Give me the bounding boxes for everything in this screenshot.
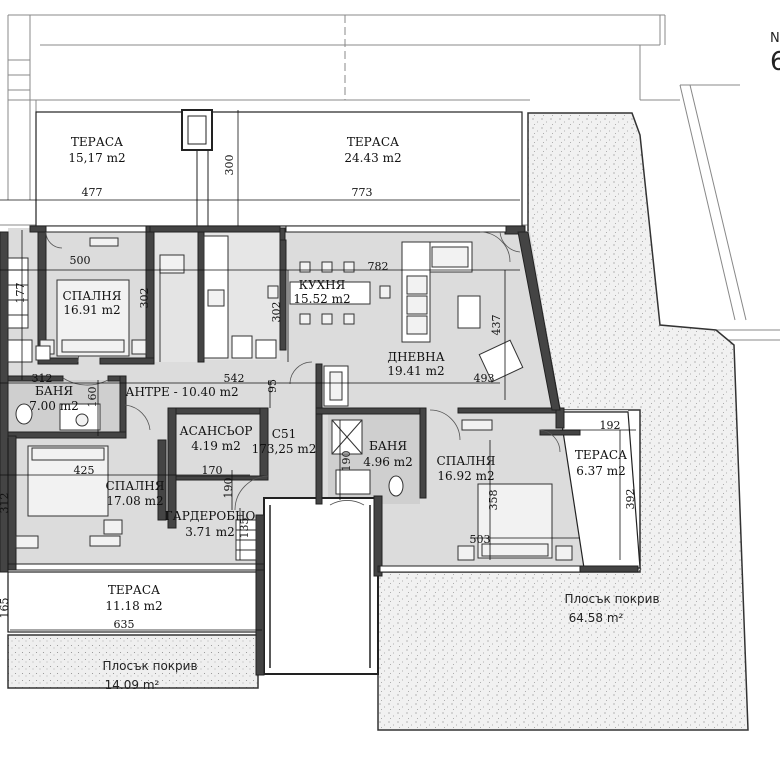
north-partial: 6 bbox=[770, 47, 780, 77]
terrace-2-name: ТЕРАСА bbox=[347, 135, 399, 149]
dim-160: 160 bbox=[86, 387, 99, 408]
kitchen-name: КУХНЯ bbox=[299, 278, 346, 292]
living-name: ДНЕВНА bbox=[387, 350, 444, 364]
bedroom-3-name: СПАЛНЯ bbox=[437, 454, 496, 468]
terrace-top bbox=[35, 111, 523, 227]
kitchen-area: 15.52 m2 bbox=[293, 292, 350, 306]
dim-177: 177 bbox=[14, 283, 27, 304]
dim-392: 392 bbox=[624, 489, 637, 510]
dim-503: 503 bbox=[470, 533, 491, 546]
dim-437: 437 bbox=[490, 315, 503, 336]
terrace-2-area: 24.43 m2 bbox=[344, 151, 401, 165]
dim-170: 170 bbox=[202, 464, 223, 477]
bedroom-2-area: 17.08 m2 bbox=[106, 494, 163, 508]
bath-1-name: БАНЯ bbox=[35, 384, 73, 398]
dim-773: 773 bbox=[352, 186, 373, 199]
dim-302a: 302 bbox=[138, 288, 151, 309]
bath-1-area: 7.00 m2 bbox=[29, 399, 79, 413]
dim-542: 542 bbox=[224, 372, 245, 385]
bedroom-1-area: 16.91 m2 bbox=[63, 303, 120, 317]
dimension-lines bbox=[0, 110, 636, 632]
windows bbox=[15, 225, 581, 573]
dim-312b: 312 bbox=[0, 493, 11, 514]
bath-2-area: 4.96 m2 bbox=[363, 455, 413, 469]
dim-358: 358 bbox=[487, 490, 500, 511]
unit-name: C51 bbox=[272, 427, 296, 441]
dim-500: 500 bbox=[70, 254, 91, 267]
terrace-1-area: 15,17 m2 bbox=[68, 151, 125, 165]
bedroom-1-name: СПАЛНЯ bbox=[63, 289, 122, 303]
north-letter: N bbox=[770, 31, 780, 46]
bedroom-2-name: СПАЛНЯ bbox=[106, 479, 165, 493]
room-labels: ТЕРАСА 15,17 m2 ТЕРАСА 24.43 m2 СПАЛНЯ 1… bbox=[29, 135, 659, 692]
bath-2-name: БАНЯ bbox=[369, 439, 407, 453]
roof-1-name: Плосък покрив bbox=[102, 659, 197, 673]
terrace-1-name: ТЕРАСА bbox=[71, 135, 123, 149]
terrace-bottom bbox=[7, 571, 259, 633]
dim-190b: 190 bbox=[340, 451, 353, 472]
dim-425: 425 bbox=[74, 464, 95, 477]
dim-300: 300 bbox=[223, 155, 236, 176]
unit-area: 173,25 m2 bbox=[252, 442, 317, 456]
dim-477: 477 bbox=[82, 186, 103, 199]
dim-192: 192 bbox=[600, 419, 621, 432]
elevator-area: 4.19 m2 bbox=[191, 439, 241, 453]
terrace-3-area: 6.37 m2 bbox=[576, 464, 626, 478]
roof-2-name: Плосък покрив bbox=[564, 592, 659, 606]
dim-635: 635 bbox=[114, 618, 135, 631]
dim-190a: 190 bbox=[222, 478, 235, 499]
wardrobe-name: ГАРДЕРОБНО bbox=[165, 509, 256, 523]
dim-493: 493 bbox=[474, 372, 495, 385]
dim-165: 165 bbox=[0, 598, 11, 619]
wardrobe-area: 3.71 m2 bbox=[185, 525, 235, 539]
bedroom-3-area: 16.92 m2 bbox=[437, 469, 494, 483]
dim-302b: 302 bbox=[270, 302, 283, 323]
roof-left bbox=[7, 634, 259, 689]
roof-2-area: 64.58 m² bbox=[569, 611, 624, 625]
terrace-3-name: ТЕРАСА bbox=[575, 448, 627, 462]
living-area: 19.41 m2 bbox=[387, 364, 444, 378]
context-lines bbox=[0, 14, 780, 341]
door-swings bbox=[45, 231, 561, 511]
hall-label: АНТРЕ - 10.40 m2 bbox=[125, 385, 238, 399]
dim-312a: 312 bbox=[32, 372, 53, 385]
roof-1-area: 14.09 m² bbox=[105, 678, 160, 692]
north-arrow: N 6 bbox=[770, 31, 780, 77]
dim-135: 135 bbox=[238, 518, 251, 539]
terrace-4-area: 11.18 m2 bbox=[105, 599, 162, 613]
dim-95: 95 bbox=[266, 379, 279, 393]
elevator-name: АСАНСЬОР bbox=[179, 424, 252, 438]
dimension-labels: 477 773 300 500 782 302 302 177 437 542 … bbox=[0, 155, 637, 632]
dim-782: 782 bbox=[368, 260, 389, 273]
stair-core bbox=[263, 497, 379, 675]
terrace-4-name: ТЕРАСА bbox=[108, 583, 160, 597]
